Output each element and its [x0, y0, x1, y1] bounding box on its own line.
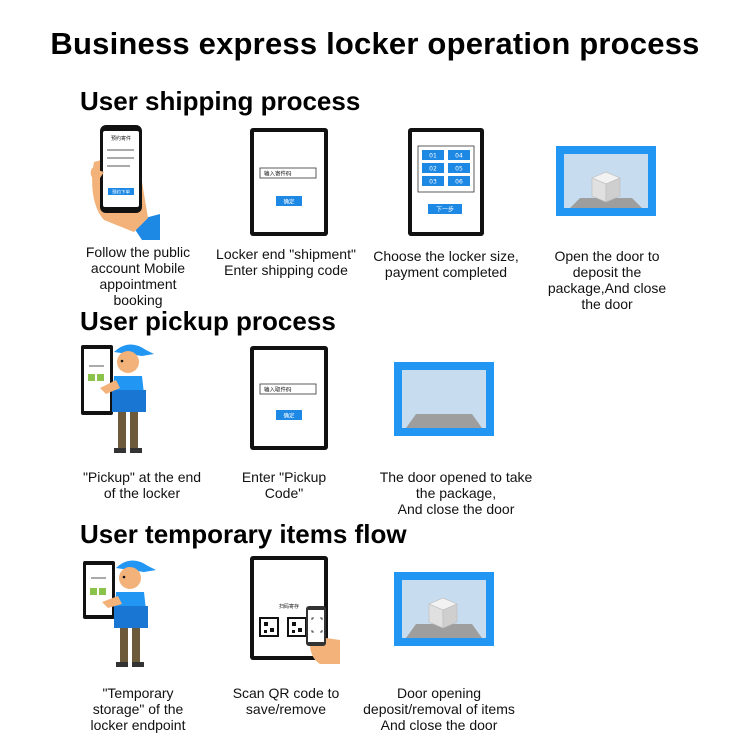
locker-cell [422, 163, 444, 173]
locker-cell [448, 150, 470, 160]
tablet-shipping-code: 输入寄件码 确定 [250, 128, 328, 236]
section-heading-temporary: User temporary items flow [80, 519, 407, 549]
phone-button-label: 预约下单 [112, 189, 130, 196]
section-heading-shipping: User shipping process [80, 86, 361, 116]
caption-pickup-end: "Pickup" at the end of the locker [82, 469, 202, 501]
phone-title: 预约寄件 [111, 135, 131, 142]
caption-shipment-code: Locker end "shipment" Enter shipping cod… [216, 246, 356, 278]
caption-temporary-storage: "Temporary storage" of the locker endpoi… [90, 685, 186, 733]
caption-open-door-deposit: Open the door to deposit the package,And… [547, 248, 667, 312]
courier-storage-illustration [83, 560, 156, 667]
locker-cell [448, 176, 470, 186]
locker-door-empty [394, 362, 494, 436]
caption-locker-size: Choose the locker size, payment complete… [373, 248, 519, 280]
caption-enter-pickup-code: Enter "Pickup Code" [241, 469, 327, 501]
caption-phone-booking: Follow the public account Mobile appoint… [85, 244, 191, 308]
locker-cell [422, 150, 444, 160]
caption-door-opened-take: The door opened to take the package, And… [379, 469, 533, 517]
caption-scan-qr: Scan QR code to save/remove [232, 685, 340, 717]
locker-cell-label: 04 [455, 153, 463, 160]
page-title: Business express locker operation proces… [50, 26, 700, 61]
locker-door-box [556, 146, 656, 216]
locker-cell-label: 05 [455, 166, 463, 173]
tablet-pickup-code: 输入取件码 确定 [250, 346, 328, 450]
section-heading-pickup: User pickup process [80, 306, 336, 336]
scan-title: 扫码寄存 [279, 603, 299, 610]
pickup-confirm-button: 确定 [283, 412, 295, 420]
pickup-code-input: 输入取件码 [264, 386, 292, 394]
phone-booking-illustration: 预约寄件 预约下单 [90, 125, 160, 240]
locker-cell-label: 01 [429, 153, 437, 160]
locker-cell [448, 163, 470, 173]
courier-pickup-illustration [81, 344, 154, 453]
shipping-code-input: 输入寄件码 [264, 170, 292, 178]
locker-cell [422, 176, 444, 186]
locker-door-storage [394, 572, 494, 646]
tablet-qr-scan: 扫码寄存 [250, 556, 340, 664]
locker-cell-label: 06 [455, 179, 463, 186]
confirm-button: 确定 [283, 198, 295, 206]
locker-cell-label: 02 [429, 166, 437, 173]
locker-cell-label: 03 [429, 179, 437, 186]
tablet-locker-size: 01 04 02 05 03 06 下一步 [408, 128, 484, 236]
caption-door-opening-deposit: Door opening deposit/removal of items An… [363, 685, 515, 733]
next-button: 下一步 [436, 206, 454, 214]
